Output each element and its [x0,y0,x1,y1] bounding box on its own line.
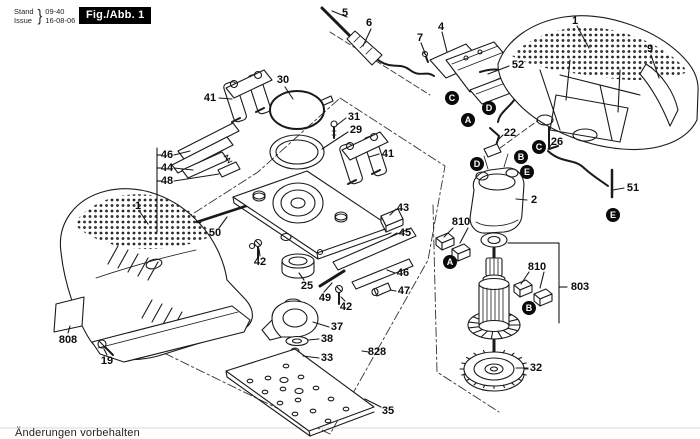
seal-ring-30 [269,90,334,130]
pin-26 [548,126,559,150]
screw-31 [330,120,338,139]
plate-carrier [232,170,392,260]
top-cover [497,15,699,151]
clamp-lever-left [223,69,273,123]
rails-right [332,227,417,290]
base-plate [225,348,375,437]
leader-lines [67,10,660,408]
left-housing [59,188,253,363]
screw-19 [97,339,114,356]
revision-header: Stand Issue } 09-40 16-08-06 [14,6,75,26]
screw-42-left [253,238,263,259]
seal-ring-29 [269,134,325,170]
stand-value: 09-40 [45,7,65,16]
header-brace: } [37,6,42,25]
pin-49 [318,269,346,288]
power-cord [320,6,435,77]
figure-label-box: Fig./Abb. 1 [79,7,152,24]
wire-51 [547,150,614,199]
issue-value: 16-08-06 [45,16,76,25]
screw-7 [421,50,429,63]
guide-strips-left [171,122,241,179]
field-stator [469,153,525,234]
clamp-lever-right [337,131,389,186]
stand-label: Stand [14,7,34,16]
rod-50 [195,204,248,224]
issue-label: Issue [14,16,32,25]
sticker-808 [53,296,85,333]
hook-22 [483,127,502,158]
eccentric-cover-37 [261,298,319,341]
carbon-brushes-left [435,232,471,262]
pad-9 [639,63,679,127]
block-43 [380,208,404,233]
fan-wheel-32 [459,348,529,392]
footer-note: Änderungen vorbehalten [15,427,140,439]
armature [467,232,521,355]
label-brackets [156,147,568,324]
pin-47 [371,282,392,297]
screw-42-right [334,284,344,305]
bearing-25 [281,253,315,279]
switch-module [429,41,525,105]
washer-38 [285,335,309,347]
carbon-brushes-right [513,279,553,307]
